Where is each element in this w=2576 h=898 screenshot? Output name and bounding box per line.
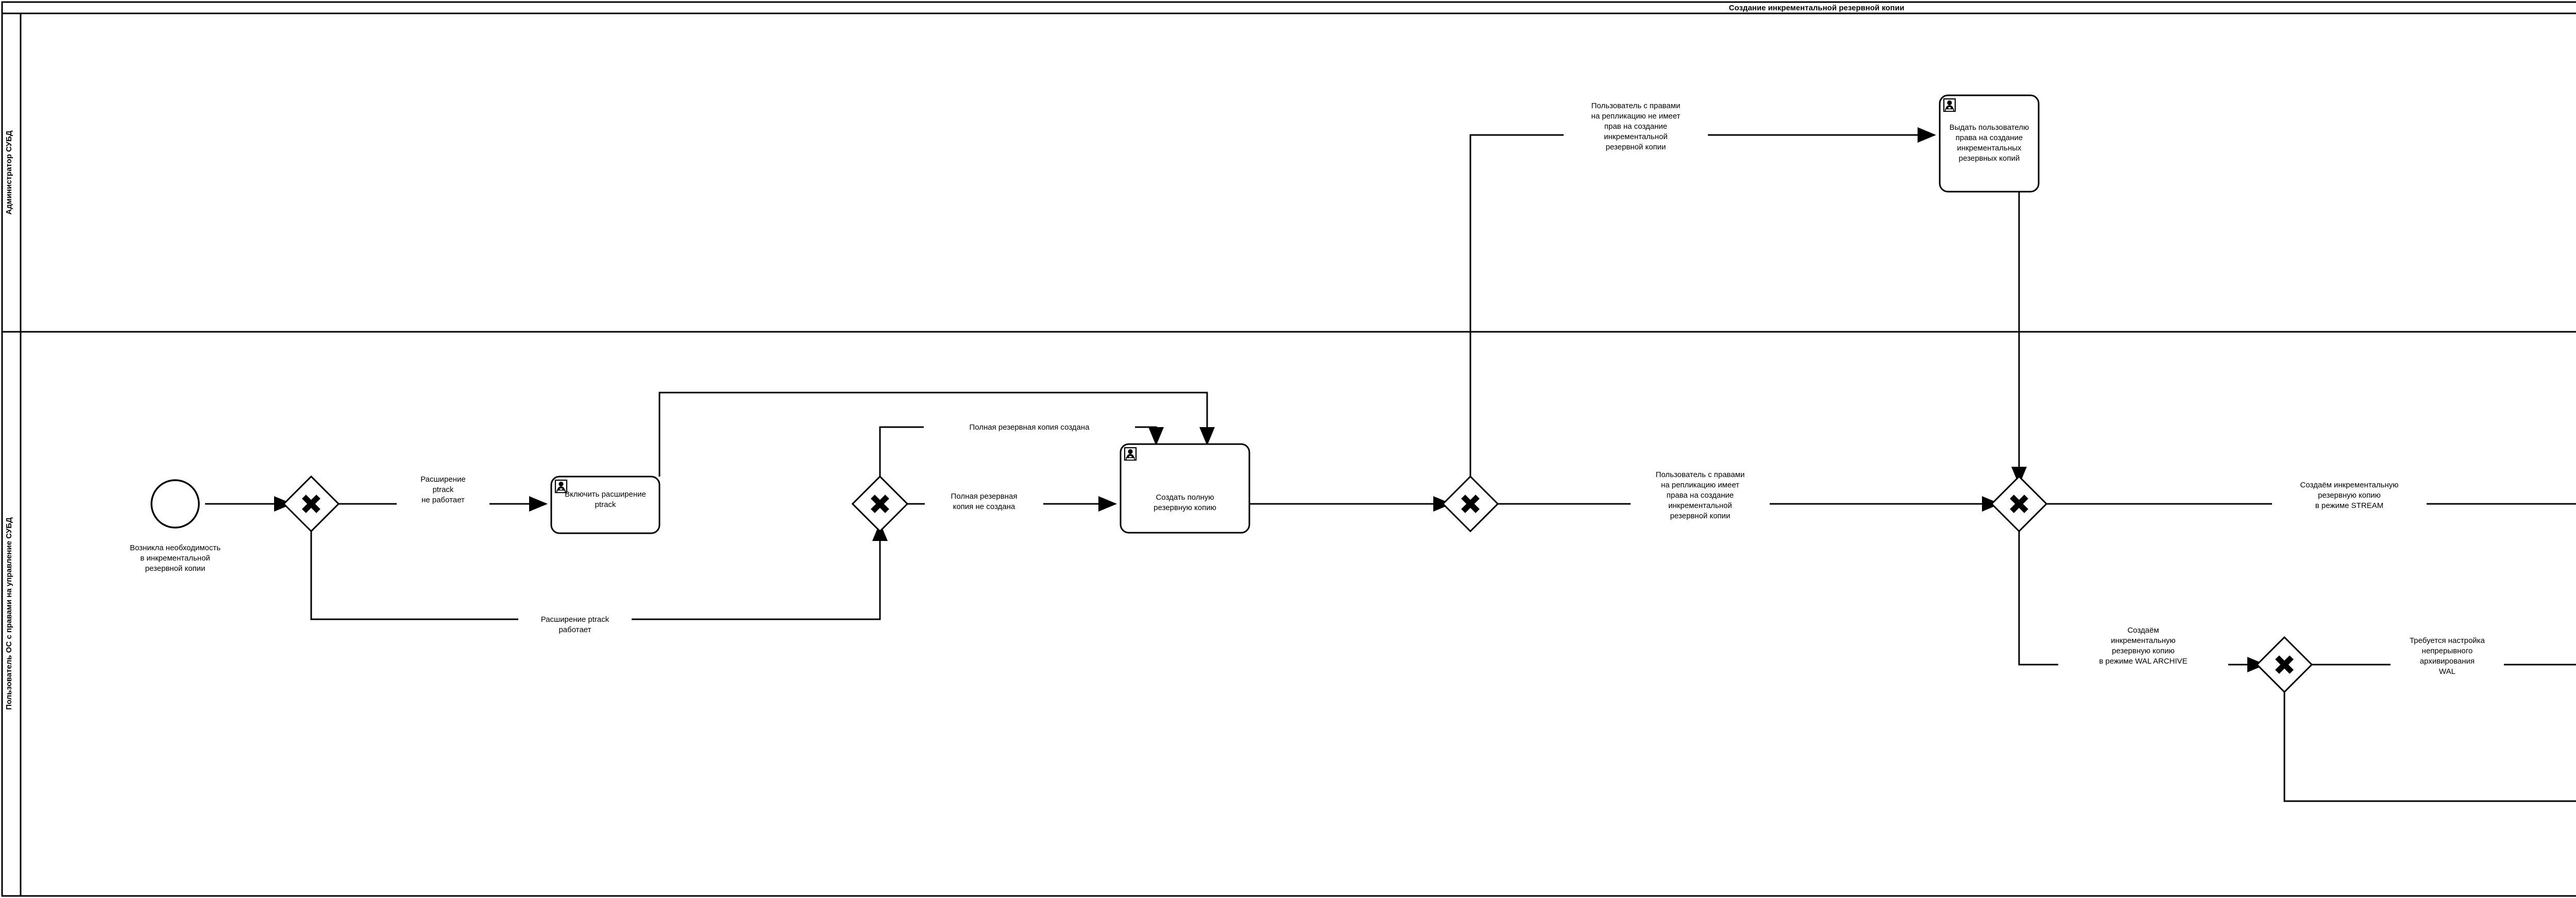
task-grant-rights-line3: инкрементальных xyxy=(1957,144,2022,153)
flow-label-line2: резервную копию xyxy=(2318,491,2381,500)
user-task-icon xyxy=(1943,98,1956,112)
task-grant-rights[interactable]: Выдать пользователю права на создание ин… xyxy=(1939,94,2040,193)
flow-label-line3: резервную копию xyxy=(2112,647,2175,655)
flow-label-line3: в режиме STREAM xyxy=(2315,501,2383,510)
task-enable-ptrack-line1: Включить расширение xyxy=(565,490,646,499)
flow-label-line1: Пользователь с правами xyxy=(1656,470,1745,479)
flow-label-ptrack-not-working: Расширение ptrack не работает xyxy=(397,472,489,507)
gateway-full-backup[interactable] xyxy=(851,475,909,533)
flow-label-line1: Пользователь с правами xyxy=(1591,101,1681,110)
task-create-full-backup-line1: Создать полную xyxy=(1156,493,1214,502)
flow-label-line4: в режиме WAL ARCHIVE xyxy=(2099,657,2187,666)
flow-label-full-backup-created: Полная резервная копия создана xyxy=(924,421,1135,433)
task-enable-ptrack-box[interactable] xyxy=(550,476,660,534)
flow-label-line3: не работает xyxy=(421,496,465,504)
start-event-label-line1: Возникла необходимость xyxy=(130,544,221,552)
flow-label-line2: непрерывного xyxy=(2422,647,2473,655)
flow-label-line4: инкрементальной xyxy=(1604,132,1667,141)
flow-label-line3: права на создание xyxy=(1667,491,1734,500)
task-grant-rights-box[interactable] xyxy=(1939,94,2040,193)
lane-user-label: Пользователь ОС с правами на управление … xyxy=(5,517,13,710)
flow-label-line2: работает xyxy=(558,625,591,634)
pool-title-band xyxy=(1,1,2576,14)
flow-enable-ptrack-to-full-backup xyxy=(658,392,1215,477)
start-event-label-line3: резервной копии xyxy=(145,564,206,573)
flow-label-line2: на репликацию имеет xyxy=(1661,481,1739,489)
flow-label-line1: Полная резервная копия создана xyxy=(969,423,1090,432)
start-event-circle[interactable] xyxy=(150,479,200,529)
flow-label-line1: Полная резервная xyxy=(951,492,1018,501)
flow-label-line1: Требуется настройка xyxy=(2410,636,2485,645)
lane-admin-label: Администратор СУБД xyxy=(5,130,13,215)
gateway-exclusive-x-icon xyxy=(871,495,889,513)
page-title: Создание инкрементальной резервной копии xyxy=(1729,4,1905,12)
flow-label-line1: Расширение xyxy=(420,475,465,484)
flow-label-wal-setup-required: Требуется настройка непрерывного архивир… xyxy=(2391,633,2504,687)
flow-label-line2: на репликацию не имеет xyxy=(1591,112,1681,121)
task-create-full-backup[interactable]: Создать полную резервную копию xyxy=(1120,443,1250,534)
task-enable-ptrack-line2: ptrack xyxy=(595,500,616,509)
gateway-exclusive-x-icon xyxy=(2010,495,2028,513)
task-grant-rights-line1: Выдать пользователю xyxy=(1950,123,2029,132)
start-event[interactable]: Возникла необходимость в инкрементальной… xyxy=(130,479,221,573)
flow-label-line2: ptrack xyxy=(433,485,454,494)
flow-label-line4: WAL xyxy=(2439,667,2455,676)
flow-label-line5: резервной копии xyxy=(1606,143,1666,151)
flow-g3-no-rights-to-grant xyxy=(1469,127,1936,484)
flow-label-mode-wal-archive: Создаём инкрементальную резервную копию … xyxy=(2058,622,2228,676)
flow-label-line1: Создаём xyxy=(2127,626,2159,635)
task-grant-rights-line4: резервных копий xyxy=(1959,154,2020,163)
gateway-ptrack[interactable] xyxy=(282,475,340,533)
task-create-full-backup-line2: резервную копию xyxy=(1154,503,1216,512)
start-event-label-line2: в инкрементальной xyxy=(140,554,210,563)
gateway-rights[interactable] xyxy=(1990,475,2048,533)
flow-label-user-has-no-rights: Пользователь с правами на репликацию не … xyxy=(1564,99,1708,171)
task-enable-ptrack[interactable]: Включить расширение ptrack xyxy=(550,476,660,534)
lane-admin xyxy=(1,12,2576,333)
flow-label-line3: прав на создание xyxy=(1604,122,1667,131)
flow-g5-not-required-to-g6 xyxy=(2283,685,2576,802)
user-task-icon xyxy=(1124,447,1137,461)
flow-label-line1: Создаём инкрементальную xyxy=(2300,481,2399,489)
flow-label-line1: Расширение ptrack xyxy=(541,615,609,624)
flow-label-full-backup-not-created: Полная резервная копия не создана xyxy=(925,488,1043,513)
lane-user-header xyxy=(1,331,22,897)
gateway-join-backup[interactable] xyxy=(1442,475,1499,533)
lane-admin-header xyxy=(1,12,22,333)
task-create-full-backup-box[interactable] xyxy=(1120,443,1250,534)
task-grant-rights-line2: права на создание xyxy=(1956,133,2023,142)
flow-label-mode-stream: Создаём инкрементальную резервную копию … xyxy=(2272,478,2427,520)
flow-label-line5: резервной копии xyxy=(1670,512,1731,520)
gateway-exclusive-x-icon xyxy=(2275,655,2294,674)
flow-label-line4: инкрементальной xyxy=(1668,501,1732,510)
flow-label-ptrack-working: Расширение ptrack работает xyxy=(518,614,632,634)
flow-label-line3: архивирования xyxy=(2420,657,2475,666)
flow-label-line2: копия не создана xyxy=(953,502,1015,511)
gateway-wal-needed[interactable] xyxy=(2256,636,2313,693)
lane-user xyxy=(1,331,2576,897)
flow-label-user-has-rights: Пользователь с правами на репликацию име… xyxy=(1631,468,1770,540)
flow-label-line2: инкрементальную xyxy=(2111,636,2176,645)
gateway-exclusive-x-icon xyxy=(302,495,320,513)
gateway-exclusive-x-icon xyxy=(1461,495,1480,513)
